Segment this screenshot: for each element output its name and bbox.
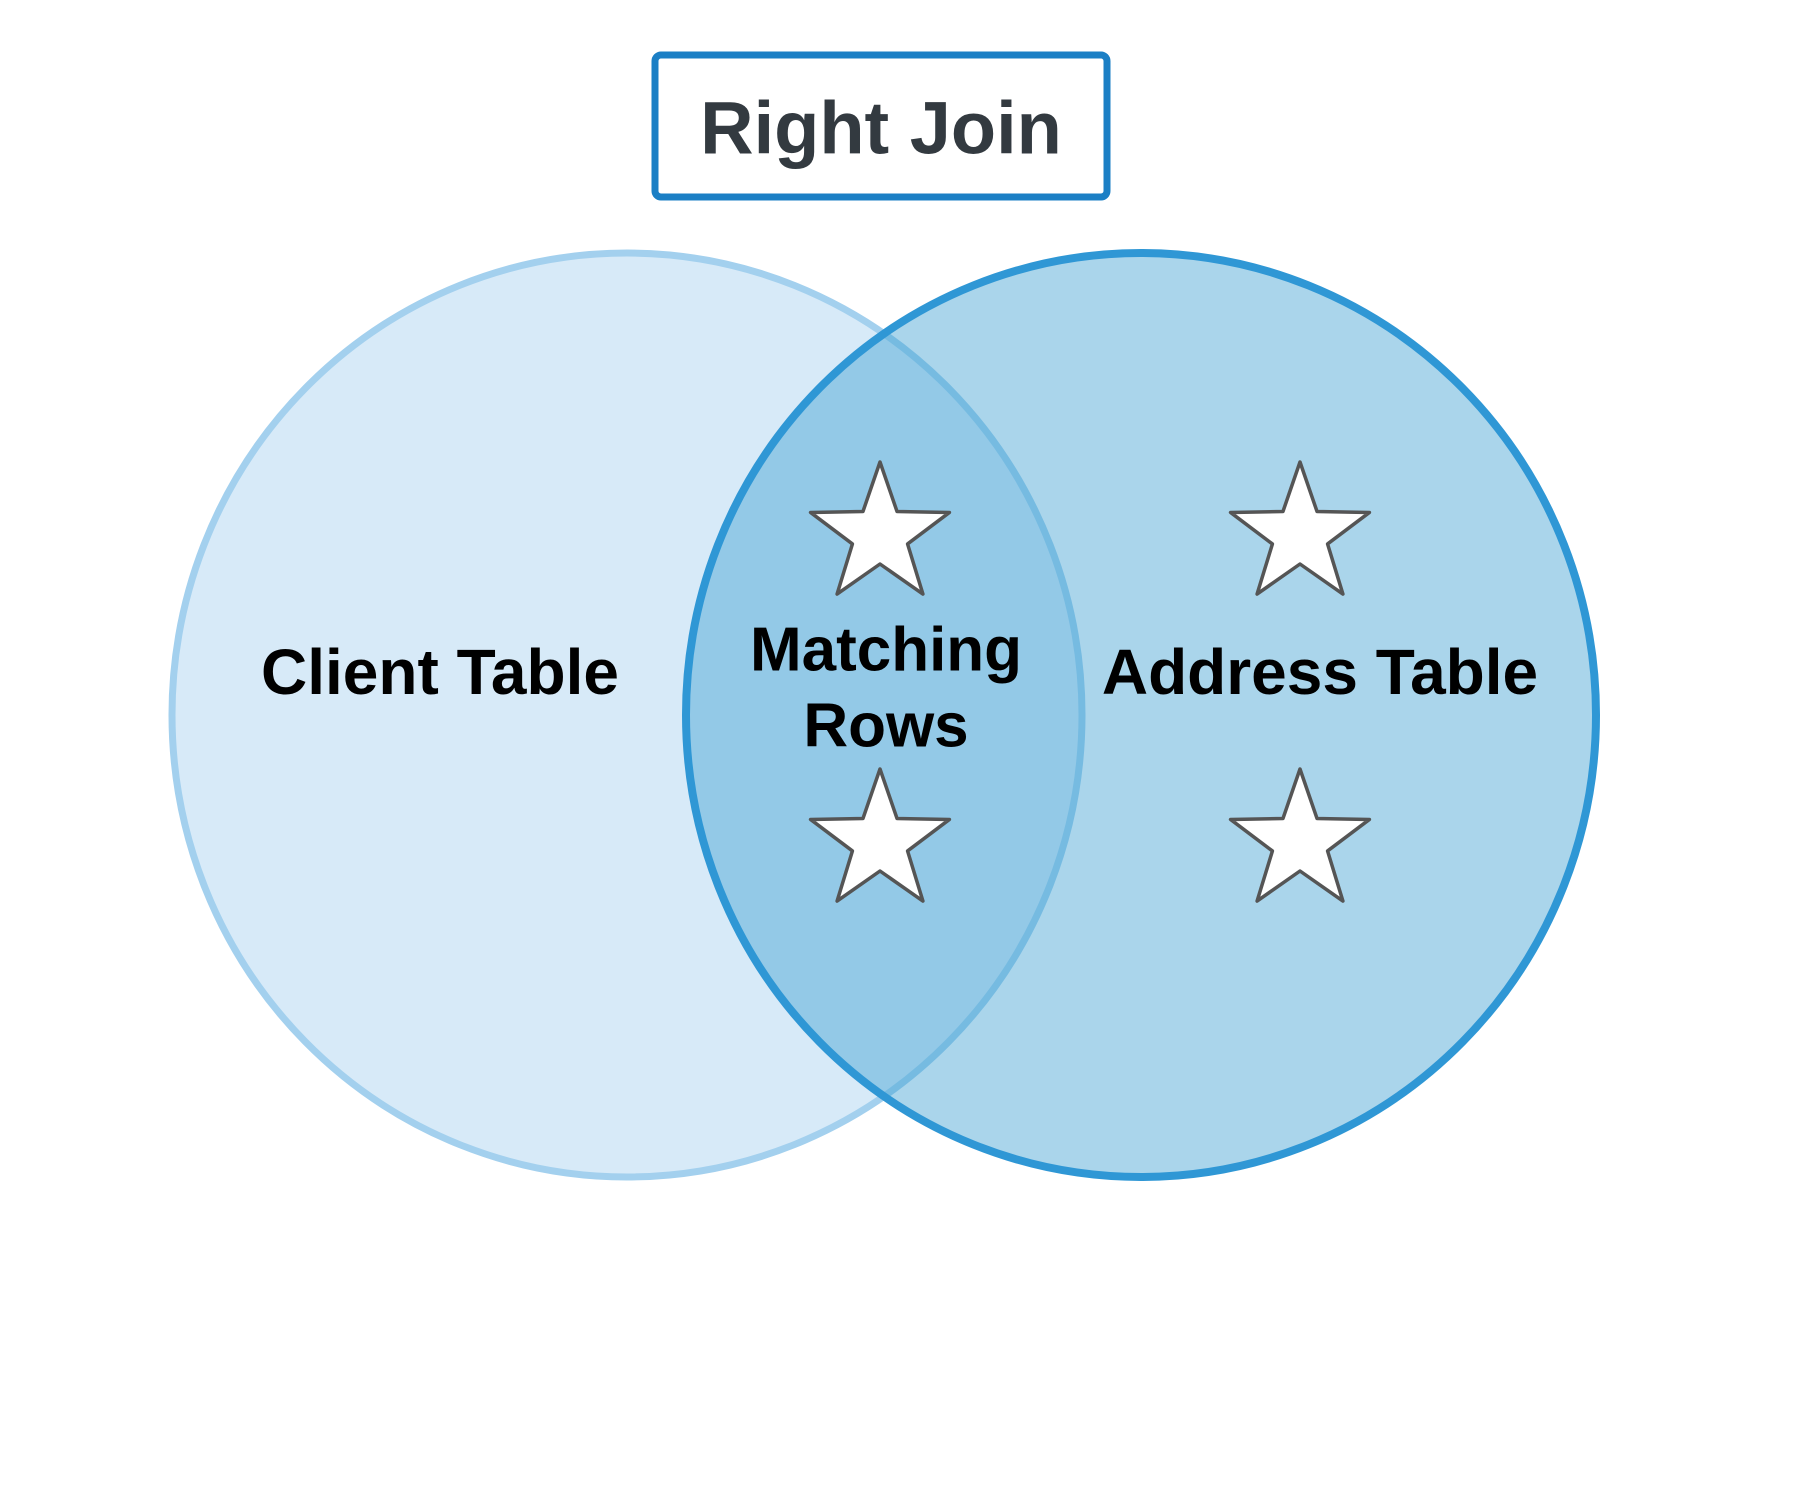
title-box (651, 51, 1111, 201)
matching-rows-label-line2: Rows (803, 692, 968, 761)
client-table-circle (168, 249, 1086, 1181)
address-table-circle (682, 249, 1600, 1181)
address-table-label: Address Table (1102, 636, 1538, 708)
page-title: Right Join (700, 87, 1062, 170)
client-table-label: Client Table (261, 636, 619, 708)
matching-rows-label-line1: Matching (750, 616, 1022, 685)
